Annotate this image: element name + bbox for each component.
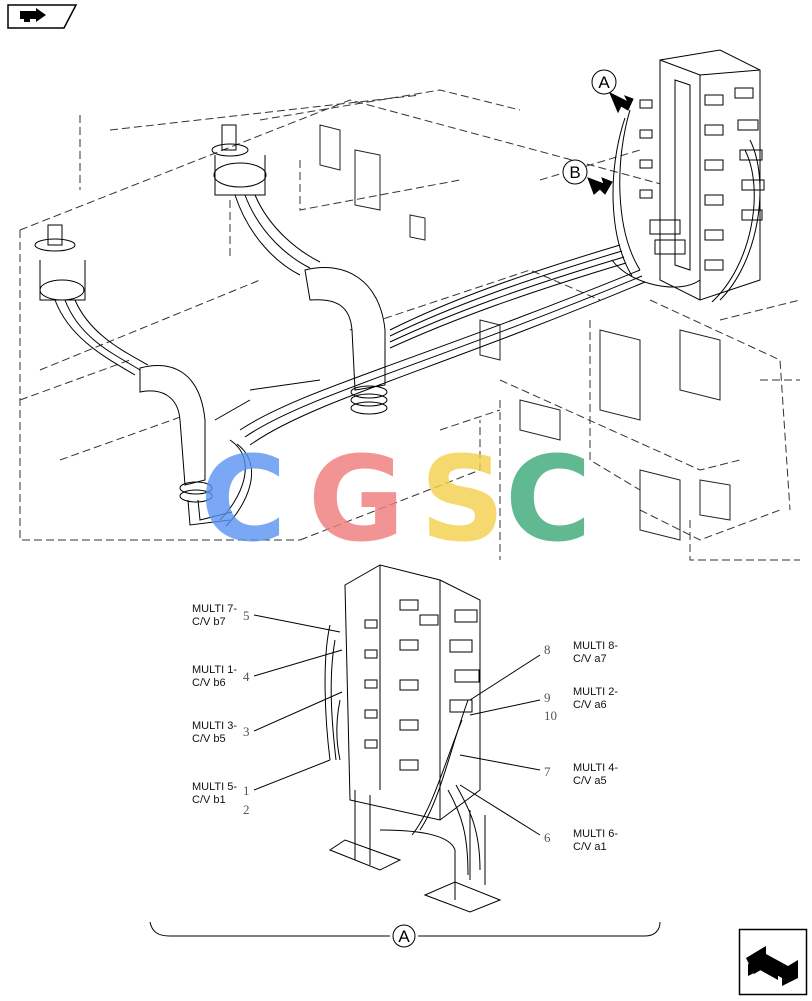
callout-num-5: 5 — [243, 608, 250, 623]
detail-a-label: A — [398, 927, 410, 946]
view-b-circle — [562, 159, 588, 185]
callout-multi4: MULTI 4-C/V a5 — [573, 762, 619, 787]
callout-multi5: MULTI 5-C/V b1 — [192, 781, 238, 806]
watermark-letter-c2: C — [505, 430, 592, 568]
control-valve-top — [611, 49, 765, 303]
watermark-letter-c1: C — [200, 430, 287, 568]
chassis-frame — [19, 89, 801, 561]
watermark-letter-g: G — [308, 430, 405, 568]
view-a-label: A — [598, 73, 610, 92]
callout-num-1: 1 — [243, 783, 250, 798]
next-page-button[interactable] — [738, 928, 808, 996]
callout-num-4: 4 — [243, 669, 250, 684]
previous-page-icon — [7, 4, 78, 29]
detail-a-circle — [392, 924, 416, 948]
hose-bundle — [214, 244, 646, 527]
next-page-icon — [738, 928, 808, 996]
right-joystick — [211, 124, 388, 415]
callout-num-7: 7 — [544, 764, 551, 779]
callout-multi2: MULTI 2-C/V a6 — [573, 686, 619, 711]
watermark: C G S C — [200, 430, 592, 568]
callout-multi3: MULTI 3-C/V b5 — [192, 720, 238, 745]
arrow-a — [609, 91, 634, 114]
watermark-letter-s: S — [420, 430, 505, 568]
callout-num-3: 3 — [243, 724, 250, 739]
callout-multi7: MULTI 7-C/V b7 — [192, 603, 238, 628]
callout-multi6: MULTI 6-C/V a1 — [573, 828, 619, 853]
left-joystick — [34, 224, 233, 526]
callout-num-10: 10 — [544, 708, 557, 723]
callout-num-8: 8 — [544, 642, 551, 657]
callout-num-6: 6 — [544, 830, 551, 845]
control-valve-detail — [324, 564, 502, 913]
arrow-b — [587, 177, 613, 195]
leader-lines — [253, 614, 541, 836]
callout-multi1: MULTI 1-C/V b6 — [192, 664, 238, 689]
callout-num-9: 9 — [544, 690, 551, 705]
callout-num-2: 2 — [243, 802, 250, 817]
view-b-label: B — [569, 163, 580, 182]
view-a-circle — [591, 69, 617, 95]
detail-bracket — [149, 921, 661, 937]
callout-multi8: MULTI 8-C/V a7 — [573, 640, 619, 665]
previous-page-button[interactable] — [6, 3, 78, 30]
